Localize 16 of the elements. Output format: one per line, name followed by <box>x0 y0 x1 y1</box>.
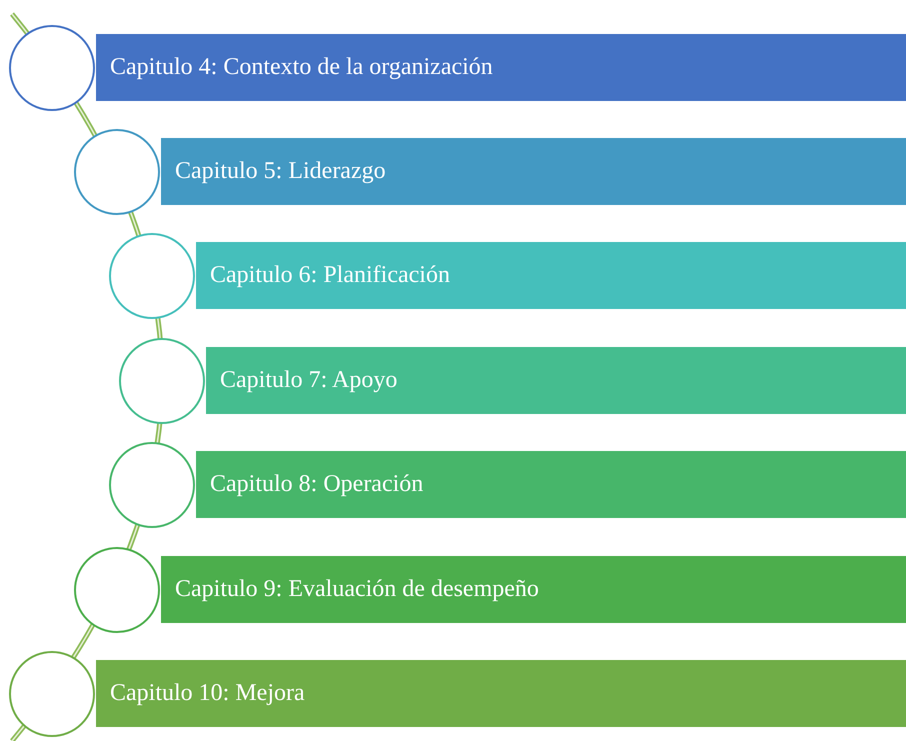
bar-label: Capitulo 6: Planificación <box>210 262 450 289</box>
circle-marker <box>9 25 95 111</box>
circle-marker <box>9 651 95 737</box>
list-bar <box>161 138 906 205</box>
bar-label: Capitulo 5: Liderazgo <box>175 158 386 185</box>
bar-label: Capitulo 4: Contexto de la organización <box>110 54 493 81</box>
list-bar <box>96 34 906 101</box>
bar-label: Capitulo 8: Operación <box>210 471 424 498</box>
list-bar <box>196 451 906 518</box>
list-bar <box>196 242 906 309</box>
list-bar <box>96 660 906 727</box>
bar-label: Capitulo 9: Evaluación de desempeño <box>175 576 539 603</box>
bar-label: Capitulo 7: Apoyo <box>220 367 398 394</box>
list-bar <box>206 347 906 414</box>
bar-label: Capitulo 10: Mejora <box>110 680 305 707</box>
list-bar <box>161 556 906 623</box>
